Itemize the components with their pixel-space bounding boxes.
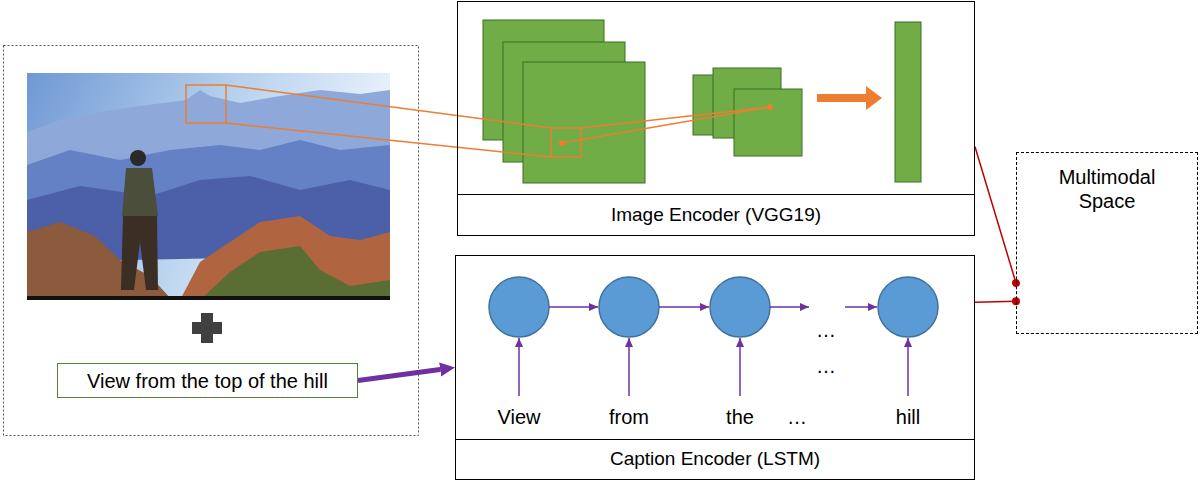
field-dot (767, 104, 773, 110)
input-arrow (518, 338, 520, 396)
lstm-cell (710, 277, 770, 337)
lstm-cell (599, 277, 659, 337)
word-label-holder: from (609, 406, 649, 428)
word-label-holder: … (787, 406, 807, 428)
caption-text-box: View from the top of the hill (57, 363, 358, 398)
node-label: View from the top of the hill (87, 369, 328, 393)
photo (27, 73, 390, 300)
canyon (180, 216, 390, 300)
connector (358, 369, 440, 380)
word-label: from (609, 406, 649, 428)
flow-arrow (817, 94, 868, 102)
plus-symbol (192, 313, 222, 343)
recurrent-arrow (659, 306, 709, 308)
word-label: hill (896, 406, 920, 428)
word-label-holder: hill (896, 406, 920, 428)
label-band: Caption Encoder (LSTM) (456, 439, 974, 479)
lstm-cell (878, 277, 938, 337)
input-frame (4, 46, 419, 436)
encoder-label: Caption Encoder (LSTM) (610, 448, 820, 471)
feature-map (734, 89, 802, 156)
projection-line (226, 85, 551, 128)
feature-vector (895, 22, 921, 182)
vegetation (200, 246, 390, 300)
encoder-label: Image Encoder (VGG19) (611, 204, 821, 227)
person-head (130, 150, 146, 166)
word-label-holder: View (498, 406, 541, 428)
connector (975, 301, 1016, 302)
word-label: … (816, 355, 836, 377)
sky (27, 73, 390, 300)
text-holder: View from the top of the hill (58, 364, 357, 397)
person-body (122, 168, 158, 216)
text-holder: Multimodal Space (1017, 153, 1197, 213)
space-box: Multimodal Space (1016, 152, 1198, 334)
encoder-box: Image Encoder (VGG19) (457, 1, 975, 236)
receptive-field (186, 85, 226, 123)
word-label-holder: … (816, 355, 836, 377)
encoder-box: Caption Encoder (LSTM) (455, 255, 975, 480)
flow-arrow-head (866, 86, 882, 110)
recurrent-arrow (549, 306, 598, 308)
word-label-holder: … (816, 319, 836, 341)
word-label: the (726, 406, 754, 428)
input-arrow (628, 338, 630, 396)
node-label: Multimodal Space (1047, 165, 1167, 213)
photo-strip (27, 296, 390, 300)
word-label: … (787, 406, 807, 428)
projection-line (581, 107, 770, 128)
word-label-holder: the (726, 406, 754, 428)
word-label: View (498, 406, 541, 428)
connector (975, 147, 1016, 283)
label-band: Image Encoder (VGG19) (458, 194, 974, 235)
input-arrow (907, 338, 909, 396)
person-legs (121, 216, 158, 290)
lstm-cell (489, 277, 549, 337)
recurrent-arrow (770, 306, 809, 308)
projection-line (562, 107, 770, 143)
input-arrow (739, 338, 741, 396)
projection-line (226, 123, 551, 157)
recurrent-arrow (845, 306, 877, 308)
word-label: … (816, 319, 836, 341)
